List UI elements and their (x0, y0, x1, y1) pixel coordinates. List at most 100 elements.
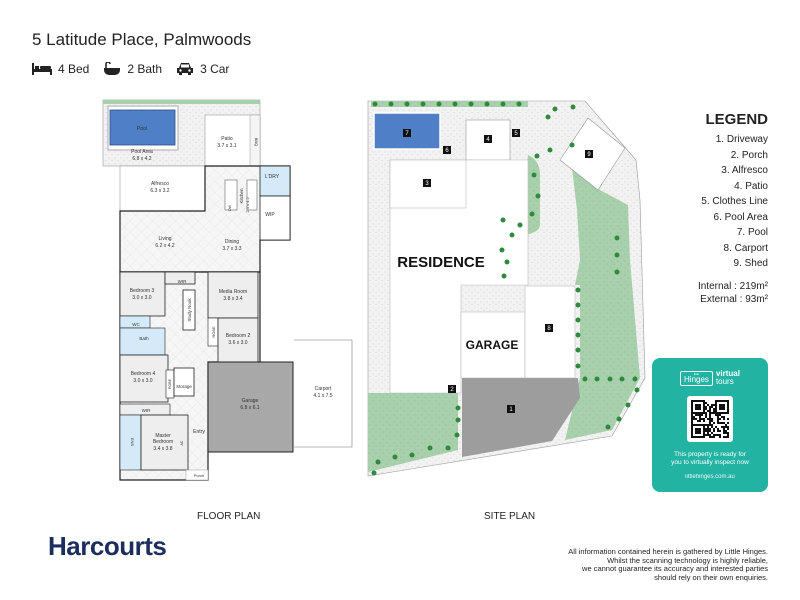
legend-item: 3. Alfresco (721, 165, 768, 176)
carport (294, 339, 353, 448)
disclaimer: All information contained herein is gath… (508, 547, 768, 582)
label-laundry: L'DRY (265, 174, 280, 180)
label-wir-1: WIR (178, 279, 187, 284)
tree-icon (614, 252, 620, 258)
alfresco (119, 165, 206, 212)
virtual-tour-card[interactable]: little Hinges virtual tours This propert… (652, 358, 768, 492)
legend-item: 7. Pool (736, 227, 768, 238)
legend: LEGEND 1. Driveway 2. Porch 3. Alfresco … (698, 110, 768, 306)
legend-item: 6. Pool Area (713, 211, 768, 223)
site-marker (423, 179, 431, 187)
tree-icon (404, 101, 410, 107)
legend-item: 5. Clothes Line (701, 196, 768, 207)
site-marker (545, 324, 553, 332)
tree-icon (371, 470, 377, 476)
site-marker-label: 9 (587, 152, 591, 158)
area-summary: Internal : 219m² External : 93m² (698, 280, 768, 306)
tree-icon (632, 376, 638, 382)
label-living: Living (158, 236, 171, 242)
site-marker (585, 150, 593, 158)
dim-bedroom-3: 3.0 x 3.0 (132, 295, 151, 301)
tree-icon (594, 376, 600, 382)
card-text-1: This property is ready for (674, 451, 746, 458)
site-marker (403, 129, 411, 137)
label-robe-2: ROBE (168, 378, 172, 389)
site-marker-label: 3 (425, 181, 429, 187)
tree-icon (455, 417, 461, 423)
qr-code-icon (691, 400, 729, 438)
site-marker (484, 135, 492, 143)
tree-icon (468, 101, 474, 107)
little-hinges-logo: little Hinges virtual tours (652, 370, 768, 386)
label-dw: DW (228, 204, 232, 211)
tree-icon (504, 259, 510, 265)
tree-icon (500, 217, 506, 223)
tree-icon (547, 147, 553, 153)
tree-icon (484, 101, 490, 107)
site-marker-label: 8 (547, 326, 551, 332)
dim-patio: 3.7 x 3.1 (217, 143, 236, 149)
car-icon (177, 63, 194, 75)
site-marker-label: 2 (450, 387, 454, 393)
floor-plan-caption: FLOOR PLAN (197, 511, 261, 522)
tree-icon (614, 235, 620, 241)
tree-icon (501, 273, 507, 279)
dim-dining: 3.7 x 3.3 (222, 246, 241, 252)
tree-icon (535, 193, 541, 199)
label-media-room: Media Room (219, 289, 247, 295)
site-marker-label: 1 (509, 407, 513, 413)
legend-item: 8. Carport (723, 242, 768, 254)
tree-icon (516, 101, 522, 107)
tree-icon (420, 101, 426, 107)
site-marker-label: 7 (405, 131, 409, 137)
feature-bath: 2 Bath (103, 62, 162, 76)
label-alfresco: Alfresco (151, 181, 169, 187)
card-url[interactable]: littlehinges.com.au (685, 474, 735, 480)
pool (109, 109, 176, 146)
site-marker-label: 5 (514, 131, 518, 137)
label-garage: Garage (242, 398, 259, 404)
tree-icon (392, 454, 398, 460)
tree-icon (545, 114, 551, 120)
bath (119, 327, 166, 356)
dim-living: 6.2 x 4.2 (155, 243, 174, 249)
internal-label: Internal (697, 280, 732, 292)
disclaimer-line: Whilst the scanning technology is highly… (607, 555, 768, 565)
label-master: Master (155, 433, 171, 439)
brand-name: Hinges (684, 374, 709, 384)
site-pool (373, 112, 441, 150)
garage (207, 361, 294, 453)
label-site-garage: GARAGE (466, 338, 519, 352)
legend-item: 1. Driveway (715, 134, 768, 145)
label-study-nook: Study Nook (187, 298, 192, 322)
label-bedroom-3: Bedroom 3 (130, 288, 155, 294)
legend-item: 2. Porch (730, 149, 768, 161)
site-marker (448, 385, 456, 393)
label-bbq: BBQ (254, 138, 259, 146)
label-ens: ENS (130, 438, 135, 447)
label-ac: AC (180, 440, 184, 445)
label-wip: WIP (265, 212, 275, 218)
tree-icon (575, 317, 581, 323)
lawn-areas (368, 101, 640, 472)
dim-media-room: 3.8 x 3.4 (223, 296, 242, 302)
site-marker-label: 6 (445, 148, 449, 154)
internal-value: : 219m² (734, 280, 768, 292)
dim-garage: 6.8 x 6.1 (240, 405, 259, 411)
tree-icon (534, 153, 540, 159)
dim-alfresco: 6.3 x 3.2 (150, 188, 169, 194)
label-entry: Entry (193, 429, 205, 435)
driveway (462, 378, 580, 457)
legend-title: LEGEND (705, 111, 768, 128)
property-features: 4 Bed 2 Bath 3 Car (32, 62, 229, 76)
master-bedroom (140, 414, 189, 471)
tree-icon (375, 459, 381, 465)
site-garage (460, 311, 526, 379)
label-patio: Patio (221, 136, 233, 142)
dim-pool-area: 6.8 x 4.2 (132, 156, 151, 162)
brand-virtual: virtual (715, 369, 740, 378)
qr-code[interactable] (687, 396, 733, 442)
tree-icon (575, 332, 581, 338)
tree-icon (575, 302, 581, 308)
